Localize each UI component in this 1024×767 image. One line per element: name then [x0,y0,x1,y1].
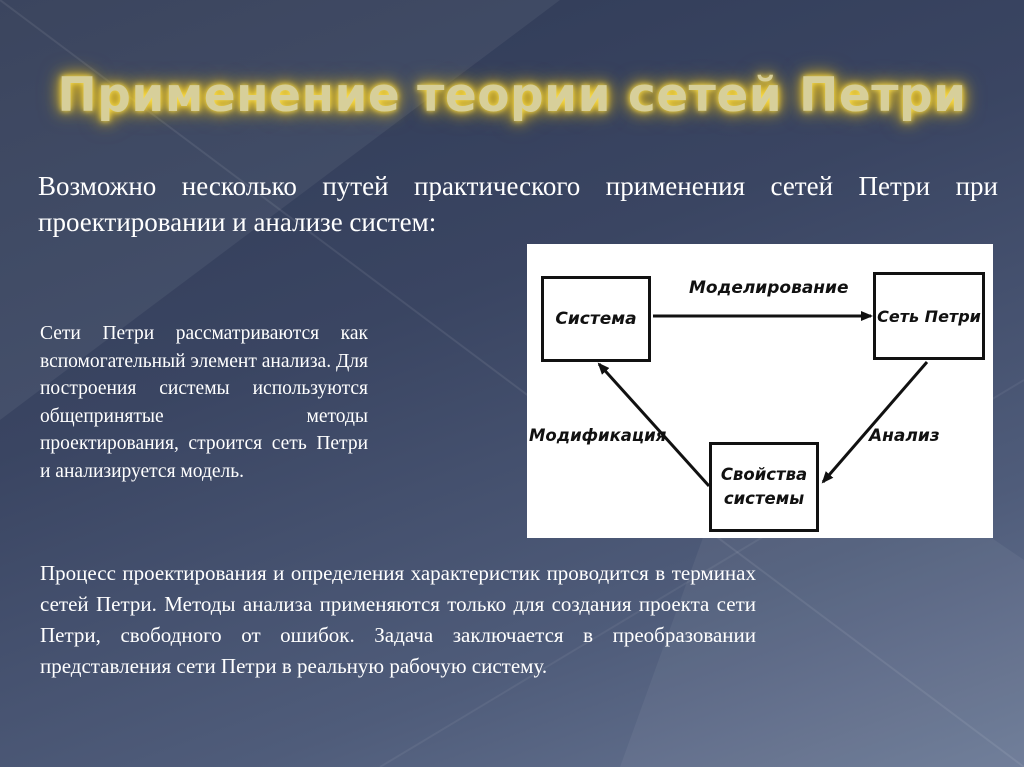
box-system: Система [541,276,651,362]
label-modification: Модификация [529,426,667,445]
box-system-properties: Свойства системы [709,442,819,532]
arrow-analysis [821,361,929,484]
bottom-paragraph: Процесс проектирования и определения хар… [40,561,756,678]
side-paragraph: Сети Петри рассматриваются как вспомогат… [40,323,368,482]
diagram-arrows [597,311,929,488]
slide-title: Применение теории сетей Петри [57,68,967,123]
petri-net-diagram: Система Сеть Петри Свойства системы Моде… [527,244,993,538]
box-petri-net: Сеть Петри [873,272,985,360]
intro-paragraph: Возможно несколько путей практического п… [38,171,998,237]
arrow-modification [597,362,711,488]
label-analysis: Анализ [869,426,940,446]
label-modeling: Моделирование [689,278,849,298]
